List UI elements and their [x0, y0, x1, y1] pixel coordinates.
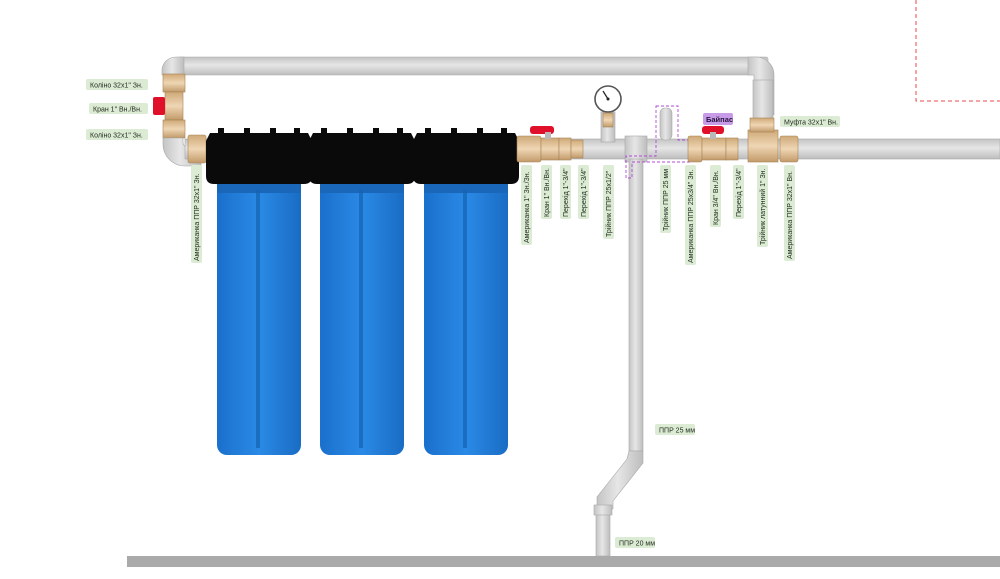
label-vertical-adapter-3: Перехід 1"-3/4" [733, 165, 744, 219]
svg-text:Коліно 32x1" Зн.: Коліно 32x1" Зн. [90, 82, 143, 90]
svg-text:Американка ППР 25x3/4" Зн.: Американка ППР 25x3/4" Зн. [688, 170, 695, 263]
svg-text:ППР 25 мм: ППР 25 мм [659, 428, 695, 435]
top-pipe [177, 56, 769, 76]
bypass-riser [659, 107, 673, 141]
svg-text:Перехід 1"-3/4": Перехід 1"-3/4" [735, 168, 743, 217]
valve-1-stem [545, 132, 551, 139]
left-valve-handle [153, 97, 165, 115]
filter-3 [413, 128, 519, 455]
svg-text:Трійник латунний 1" Зн.: Трійник латунний 1" Зн. [759, 168, 767, 245]
svg-text:Муфта 32x1" Вн.: Муфта 32x1" Вн. [784, 120, 838, 127]
label-elbow-bottom: Коліно 32x1" Зн. [86, 129, 148, 140]
label-bypass: Байпас [703, 113, 733, 125]
label-valve-left: Кран 1" Вн./Вн. [89, 103, 148, 114]
label-vertical-tee-25: Трійник ППР 25 мм [660, 165, 671, 233]
label-elbow-top: Коліно 32x1" Зн. [86, 79, 148, 90]
gauge-fitting [602, 112, 614, 128]
label-coupling: Муфта 32x1" Вн. [780, 116, 840, 127]
american-left [187, 134, 207, 164]
svg-text:Американка ППР 32x1" Зн.: Американка ППР 32x1" Зн. [194, 173, 201, 261]
svg-text:Перехід 1"-3/4": Перехід 1"-3/4" [580, 168, 588, 217]
american-right-1 [516, 135, 542, 163]
label-vertical-valve-1: Кран 1" Вн./Вн. [541, 165, 552, 219]
label-vertical-american-2: Американка ППР 25x3/4" Зн. [685, 165, 696, 265]
svg-text:Трійник ППР 25 мм: Трійник ППР 25 мм [662, 169, 670, 231]
down-pipe-offset [596, 450, 644, 510]
label-vertical-american-1: Американка 1" Зн./Зн. [521, 165, 532, 245]
down-pipe-25 [628, 158, 644, 452]
left-elbow-fitting-top [162, 73, 186, 93]
label-vertical-valve-2: Кран 3/4" Вн./Вн. [710, 165, 721, 227]
label-vertical-adapter-1: Перехід 1"-3/4" [560, 165, 571, 219]
brass-tee [747, 129, 779, 163]
label-american-left: Американка ППР 32x1" Зн. [191, 165, 202, 263]
coupling-32 [749, 117, 775, 133]
top-left-elbow [161, 56, 185, 76]
svg-text:Трійник ППР 25x1/2": Трійник ППР 25x1/2" [605, 170, 613, 237]
label-vertical-adapter-2: Перехід 1"-3/4" [578, 165, 589, 219]
reducer-20 [593, 504, 613, 516]
svg-text:Американка ППР 32x1" Вн.: Американка ППР 32x1" Вн. [787, 171, 794, 259]
label-vertical-american-3: Американка ППР 32x1" Вн. [784, 165, 795, 261]
floor-line [127, 556, 1000, 567]
pressure-gauge [594, 85, 622, 113]
adapter-2 [570, 139, 584, 159]
adapter-1 [558, 137, 572, 161]
filter-2 [309, 128, 415, 455]
dashed-boundary [915, 0, 1000, 102]
valve-2-stem [710, 132, 716, 139]
svg-text:Кран 1" Вн./Вн.: Кран 1" Вн./Вн. [93, 107, 142, 114]
tee-ppr-25 [624, 135, 648, 163]
svg-text:Коліно 32x1" Зн.: Коліно 32x1" Зн. [90, 132, 143, 140]
label-ppr-20: ППР 20 мм [615, 537, 655, 548]
left-elbow-fitting-bottom [162, 119, 186, 139]
label-vertical-tee-gauge: Трійник ППР 25x1/2" [603, 165, 614, 239]
left-valve-body [164, 91, 184, 121]
bypass-outline [625, 105, 691, 179]
svg-text:Американка 1" Зн./Зн.: Американка 1" Зн./Зн. [524, 171, 531, 243]
american-right-2 [687, 135, 703, 163]
svg-text:ППР 20 мм: ППР 20 мм [619, 541, 655, 548]
svg-text:Перехід 1"-3/4": Перехід 1"-3/4" [562, 168, 570, 217]
label-vertical-brass-tee: Трійник латунний 1" Зн. [757, 165, 768, 247]
right-riser [752, 79, 774, 121]
svg-text:Байпас: Байпас [706, 115, 733, 124]
american-right-3 [779, 135, 799, 163]
label-ppr-25: ППР 25 мм [655, 424, 695, 435]
adapter-3 [725, 137, 739, 161]
valve-2-body [701, 137, 727, 161]
svg-text:Кран 3/4" Вн./Вн.: Кран 3/4" Вн./Вн. [713, 170, 720, 225]
svg-text:Кран 1" Вн./Вн.: Кран 1" Вн./Вн. [544, 168, 551, 217]
filter-1 [206, 128, 312, 455]
down-pipe-20 [595, 508, 611, 557]
valve-1-body [540, 137, 560, 161]
valve-2-handle [702, 126, 724, 134]
